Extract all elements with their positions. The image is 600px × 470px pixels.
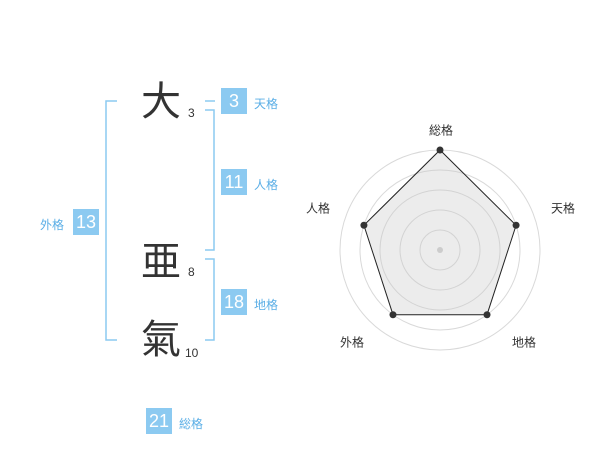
jinkaku-badge: 11: [221, 169, 247, 195]
radar-axis-label-1: 天格: [550, 201, 576, 216]
radar-ring: [419, 229, 461, 271]
radar-axis-label-2: 地格: [511, 335, 537, 350]
radar-axis-label-0: 総格: [428, 123, 454, 138]
name-char-2-strokes: 8: [188, 265, 195, 279]
radar-axis-label-4: 人格: [305, 201, 331, 216]
radar-point-4: [360, 221, 368, 229]
soukaku-badge: 21: [146, 408, 172, 434]
radar-ring: [379, 189, 501, 311]
gaikaku-label: 外格: [40, 218, 65, 232]
radar-ring: [359, 169, 521, 331]
tenkaku-badge: 3: [221, 88, 247, 114]
radar-ring: [399, 209, 481, 291]
chikaku-badge: 18: [221, 289, 247, 315]
radar-point-3: [389, 311, 397, 319]
gaikaku-bracket: [105, 100, 117, 341]
gaikaku-badge: 13: [73, 209, 99, 235]
jinkaku-label: 人格: [254, 178, 279, 192]
tenkaku-label: 天格: [254, 97, 279, 111]
name-char-1: 大: [141, 79, 181, 125]
radar-point-1: [512, 221, 520, 229]
chikaku-label: 地格: [254, 298, 279, 312]
radar-center: [437, 247, 443, 253]
name-char-1-strokes: 3: [188, 106, 195, 120]
name-char-2: 亜: [141, 239, 181, 285]
radar-axis-label-3: 外格: [339, 335, 365, 350]
name-char-3: 氣: [141, 317, 181, 363]
radar-point-0: [436, 146, 444, 154]
soukaku-label: 総格: [179, 417, 204, 431]
jinkaku-bracket: [205, 109, 215, 251]
chikaku-bracket: [205, 258, 215, 341]
name-char-3-strokes: 10: [185, 346, 199, 360]
radar-area: [363, 149, 517, 316]
radar-point-2: [483, 311, 491, 319]
